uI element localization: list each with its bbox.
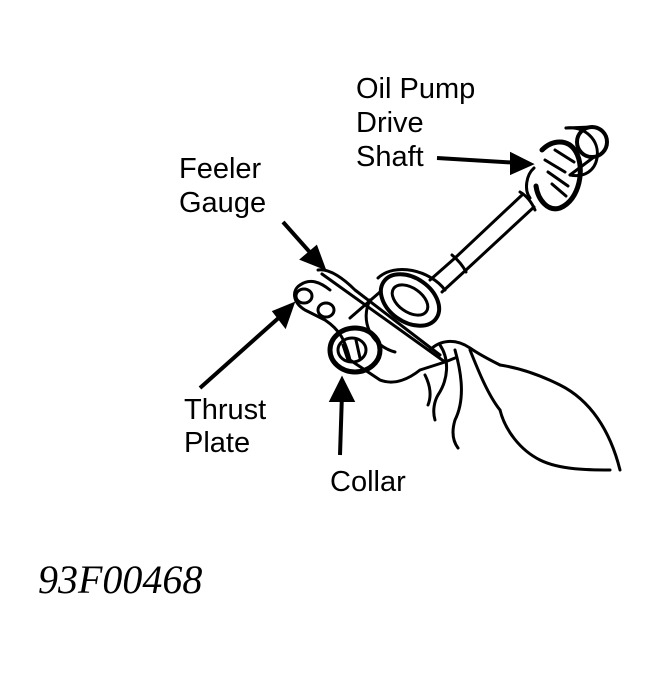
oil-pump-label-line-1: Oil Pump — [356, 73, 476, 105]
hand — [423, 340, 622, 472]
collar-label: Collar — [330, 466, 406, 498]
drive-gear — [525, 125, 609, 212]
oil-pump-arrow — [436, 151, 535, 176]
thrust-plate-arrow — [198, 301, 296, 390]
shaft — [428, 190, 537, 294]
thrust-plate — [293, 268, 457, 384]
collar-arrow — [328, 375, 356, 456]
feeler-gauge-label-line-2: Gauge — [179, 187, 267, 219]
thrust-plate-label-line-2: Plate — [184, 427, 251, 459]
thrust-plate-label-line-1: Thrust — [184, 394, 267, 426]
feeler-gauge-arrow — [281, 220, 327, 271]
feeler-gauge-label-line-1: Feeler — [179, 153, 262, 185]
figure-id: 93F00468 — [38, 557, 203, 602]
oil-pump-label-line-2: Drive — [356, 107, 424, 139]
oil-pump-label-line-3: Shaft — [356, 141, 424, 173]
